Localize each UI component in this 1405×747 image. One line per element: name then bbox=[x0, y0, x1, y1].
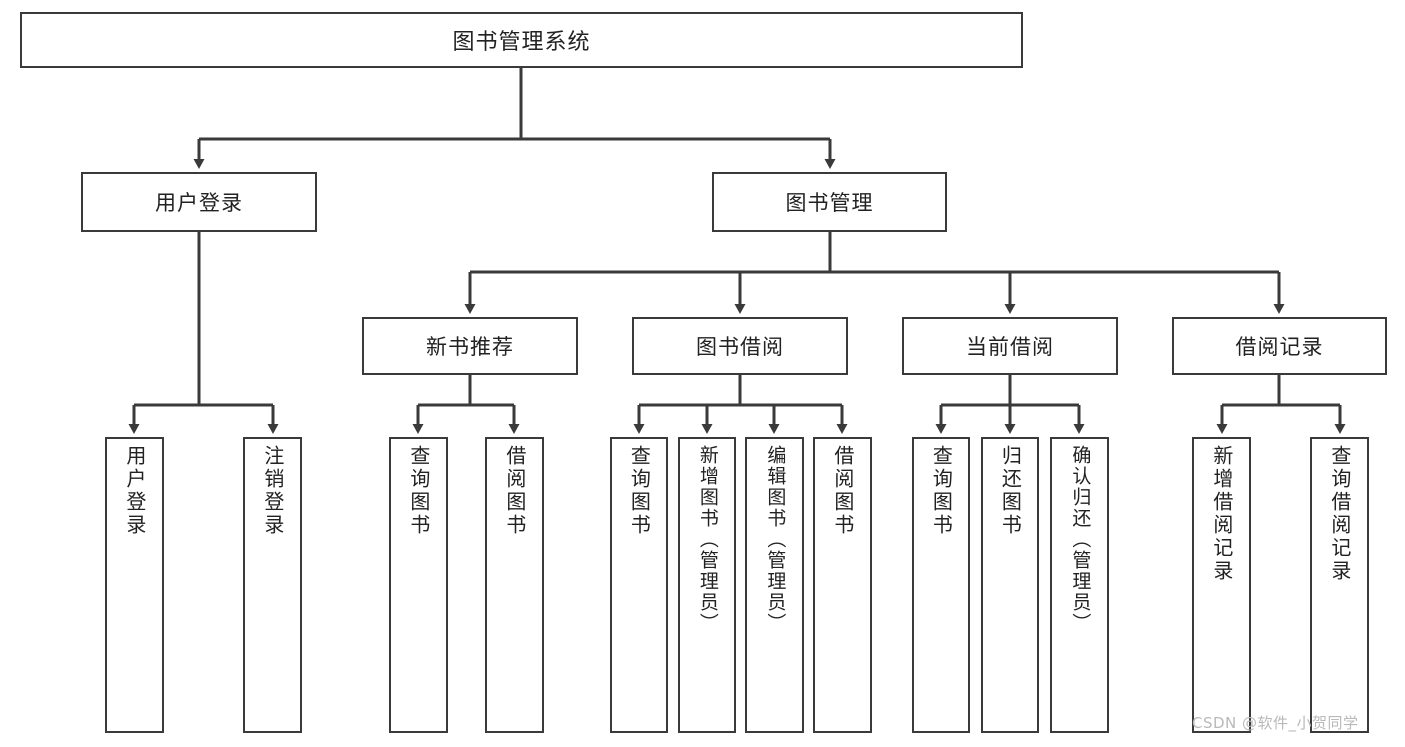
node-label: 借阅记录 bbox=[1235, 335, 1324, 359]
node-label: 确认归还（管理员） bbox=[1069, 445, 1092, 634]
leaf-record-add-borrow-record[interactable]: 新增借阅记录 bbox=[1192, 437, 1251, 733]
node-label: 归还图书 bbox=[998, 445, 1023, 537]
node-label: 新增借阅记录 bbox=[1209, 445, 1234, 583]
node-user-login[interactable]: 用户登录 bbox=[81, 172, 317, 232]
node-new-book-recommend[interactable]: 新书推荐 bbox=[362, 317, 578, 375]
leaf-record-query-borrow-record[interactable]: 查询借阅记录 bbox=[1310, 437, 1369, 733]
leaf-user-login-signout[interactable]: 注销登录 bbox=[243, 437, 302, 733]
leaf-borrow-borrow-book[interactable]: 借阅图书 bbox=[813, 437, 872, 733]
node-label: 借阅图书 bbox=[502, 445, 527, 537]
node-label: 借阅图书 bbox=[830, 445, 855, 537]
leaf-user-login-signin[interactable]: 用户登录 bbox=[105, 437, 164, 733]
node-label: 查询图书 bbox=[627, 445, 652, 537]
node-current-borrow[interactable]: 当前借阅 bbox=[902, 317, 1118, 375]
node-label: 查询借阅记录 bbox=[1327, 445, 1352, 583]
leaf-borrow-add-book-admin[interactable]: 新增图书（管理员） bbox=[678, 437, 736, 733]
node-label: 当前借阅 bbox=[966, 335, 1054, 359]
node-book-borrow[interactable]: 图书借阅 bbox=[632, 317, 848, 375]
node-label: 图书管理 bbox=[785, 191, 874, 215]
node-root-system[interactable]: 图书管理系统 bbox=[20, 12, 1023, 68]
leaf-current-confirm-return-admin[interactable]: 确认归还（管理员） bbox=[1050, 437, 1109, 733]
node-label: 查询图书 bbox=[929, 445, 954, 537]
node-label: 新书推荐 bbox=[426, 335, 514, 359]
node-label: 图书管理系统 bbox=[452, 30, 591, 55]
node-label: 新增图书（管理员） bbox=[696, 445, 719, 634]
node-label: 编辑图书（管理员） bbox=[764, 445, 787, 634]
leaf-recommend-borrow-book[interactable]: 借阅图书 bbox=[485, 437, 544, 733]
node-label: 图书借阅 bbox=[696, 335, 784, 359]
leaf-recommend-query-book[interactable]: 查询图书 bbox=[389, 437, 448, 733]
node-label: 注销登录 bbox=[260, 445, 285, 537]
leaf-borrow-query-book[interactable]: 查询图书 bbox=[610, 437, 668, 733]
node-label: 用户登录 bbox=[122, 445, 147, 537]
node-label: 用户登录 bbox=[155, 191, 243, 215]
leaf-current-return-book[interactable]: 归还图书 bbox=[981, 437, 1039, 733]
leaf-current-query-book[interactable]: 查询图书 bbox=[912, 437, 970, 733]
watermark-text: CSDN @软件_小贺同学 bbox=[1192, 714, 1359, 732]
node-borrow-record[interactable]: 借阅记录 bbox=[1172, 317, 1387, 375]
leaf-borrow-edit-book-admin[interactable]: 编辑图书（管理员） bbox=[745, 437, 804, 733]
node-book-management[interactable]: 图书管理 bbox=[712, 172, 947, 232]
node-label: 查询图书 bbox=[406, 445, 431, 537]
